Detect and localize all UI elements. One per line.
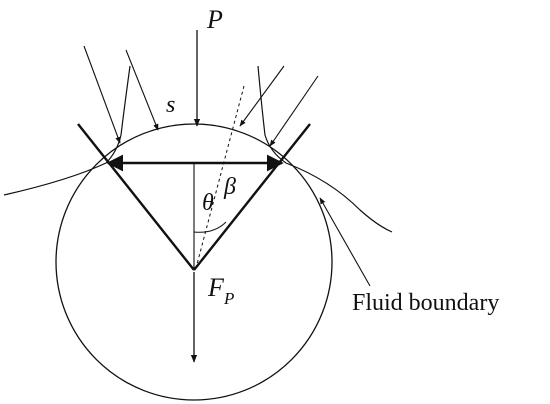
flow-arrow-2 [125,49,159,131]
flow-arrow-4 [269,75,319,147]
fluid-boundary-right-outer [285,162,393,233]
label-s: s [166,92,175,118]
label-p: P [206,5,223,34]
dashed-reference-line [195,85,245,269]
fluid-boundary-left-outer [3,162,107,196]
label-fluid-boundary: Fluid boundary [352,290,499,316]
flow-arrow-1 [83,45,121,144]
label-theta: θ [202,190,214,216]
fluid-boundary-pointer [319,197,371,287]
fluid-boundary-right-cusp [257,65,287,164]
cone-left-line [77,123,195,271]
theta-arc [193,221,227,233]
cone-right-line [193,123,311,271]
label-fp-sub: P [223,289,234,308]
label-fp-main: F [207,273,225,302]
flow-arrow-3 [239,65,285,127]
label-beta: β [223,174,236,200]
